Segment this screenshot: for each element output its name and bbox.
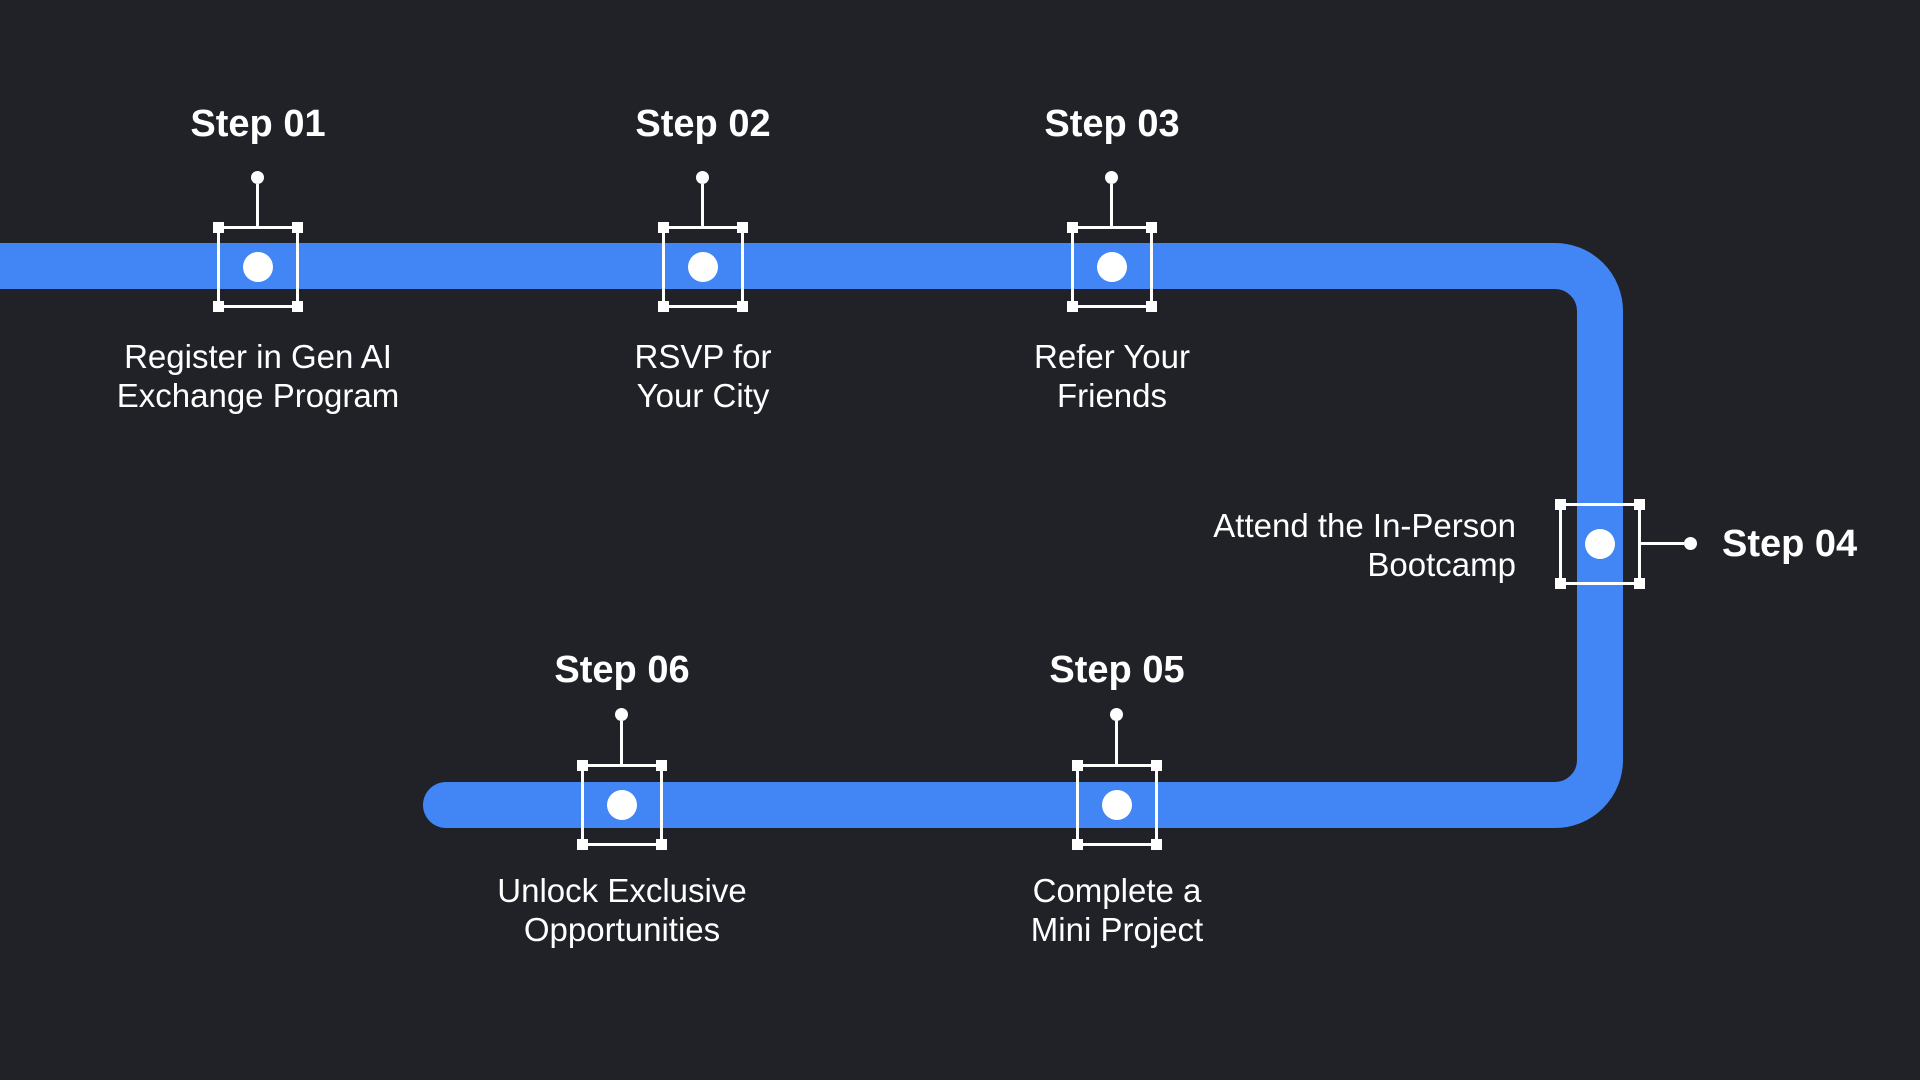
stem-line xyxy=(1110,184,1113,226)
marker-corner-handle xyxy=(658,301,669,312)
step-01-stem xyxy=(251,171,264,226)
stem-dot-icon xyxy=(1684,537,1697,550)
marker-corner-handle xyxy=(1634,499,1645,510)
marker-dot-icon xyxy=(1097,252,1127,282)
marker-corner-handle xyxy=(1067,301,1078,312)
marker-corner-handle xyxy=(1072,839,1083,850)
marker-dot-icon xyxy=(607,790,637,820)
marker-corner-handle xyxy=(1151,760,1162,771)
marker-corner-handle xyxy=(577,760,588,771)
step-03-label: Refer Your Friends xyxy=(1034,338,1190,414)
step-02-stem xyxy=(696,171,709,226)
step-05-stem xyxy=(1110,708,1123,764)
marker-corner-handle xyxy=(1555,499,1566,510)
marker-corner-handle xyxy=(213,222,224,233)
marker-corner-handle xyxy=(658,222,669,233)
marker-dot-icon xyxy=(1585,529,1615,559)
step-01-marker xyxy=(213,222,303,312)
stem-line xyxy=(256,184,259,226)
step-06-stem xyxy=(615,708,628,764)
step-06-title: Step 06 xyxy=(554,649,690,691)
step-03-stem xyxy=(1105,171,1118,226)
marker-corner-handle xyxy=(1555,578,1566,589)
step-04-marker xyxy=(1555,499,1645,589)
stem-line xyxy=(1641,542,1684,545)
step-03-marker xyxy=(1067,222,1157,312)
stem-dot-icon xyxy=(1110,708,1123,721)
marker-corner-handle xyxy=(292,301,303,312)
marker-dot-icon xyxy=(688,252,718,282)
step-04-label: Attend the In-Person Bootcamp xyxy=(1213,507,1516,583)
marker-corner-handle xyxy=(213,301,224,312)
step-02-title: Step 02 xyxy=(635,103,771,145)
step-06-label: Unlock Exclusive Opportunities xyxy=(497,872,747,948)
step-05-title: Step 05 xyxy=(1049,649,1185,691)
stem-dot-icon xyxy=(696,171,709,184)
stem-line xyxy=(620,721,623,764)
marker-corner-handle xyxy=(1146,222,1157,233)
step-05-marker xyxy=(1072,760,1162,850)
stem-line xyxy=(1115,721,1118,764)
marker-corner-handle xyxy=(656,760,667,771)
stem-dot-icon xyxy=(615,708,628,721)
step-05-label: Complete a Mini Project xyxy=(1030,872,1204,948)
marker-corner-handle xyxy=(577,839,588,850)
marker-corner-handle xyxy=(1151,839,1162,850)
step-01-label: Register in Gen AI Exchange Program xyxy=(116,338,400,414)
stem-line xyxy=(701,184,704,226)
marker-corner-handle xyxy=(292,222,303,233)
marker-corner-handle xyxy=(1634,578,1645,589)
marker-corner-handle xyxy=(1072,760,1083,771)
marker-corner-handle xyxy=(1067,222,1078,233)
step-06-marker xyxy=(577,760,667,850)
marker-corner-handle xyxy=(737,301,748,312)
marker-dot-icon xyxy=(243,252,273,282)
step-02-label: RSVP for Your City xyxy=(634,338,772,414)
marker-corner-handle xyxy=(1146,301,1157,312)
marker-corner-handle xyxy=(737,222,748,233)
marker-dot-icon xyxy=(1102,790,1132,820)
step-02-marker xyxy=(658,222,748,312)
stem-dot-icon xyxy=(1105,171,1118,184)
step-04-stem xyxy=(1641,537,1697,550)
step-04-title: Step 04 xyxy=(1722,523,1858,565)
stem-dot-icon xyxy=(251,171,264,184)
step-01-title: Step 01 xyxy=(190,103,326,145)
step-03-title: Step 03 xyxy=(1044,103,1180,145)
marker-corner-handle xyxy=(656,839,667,850)
